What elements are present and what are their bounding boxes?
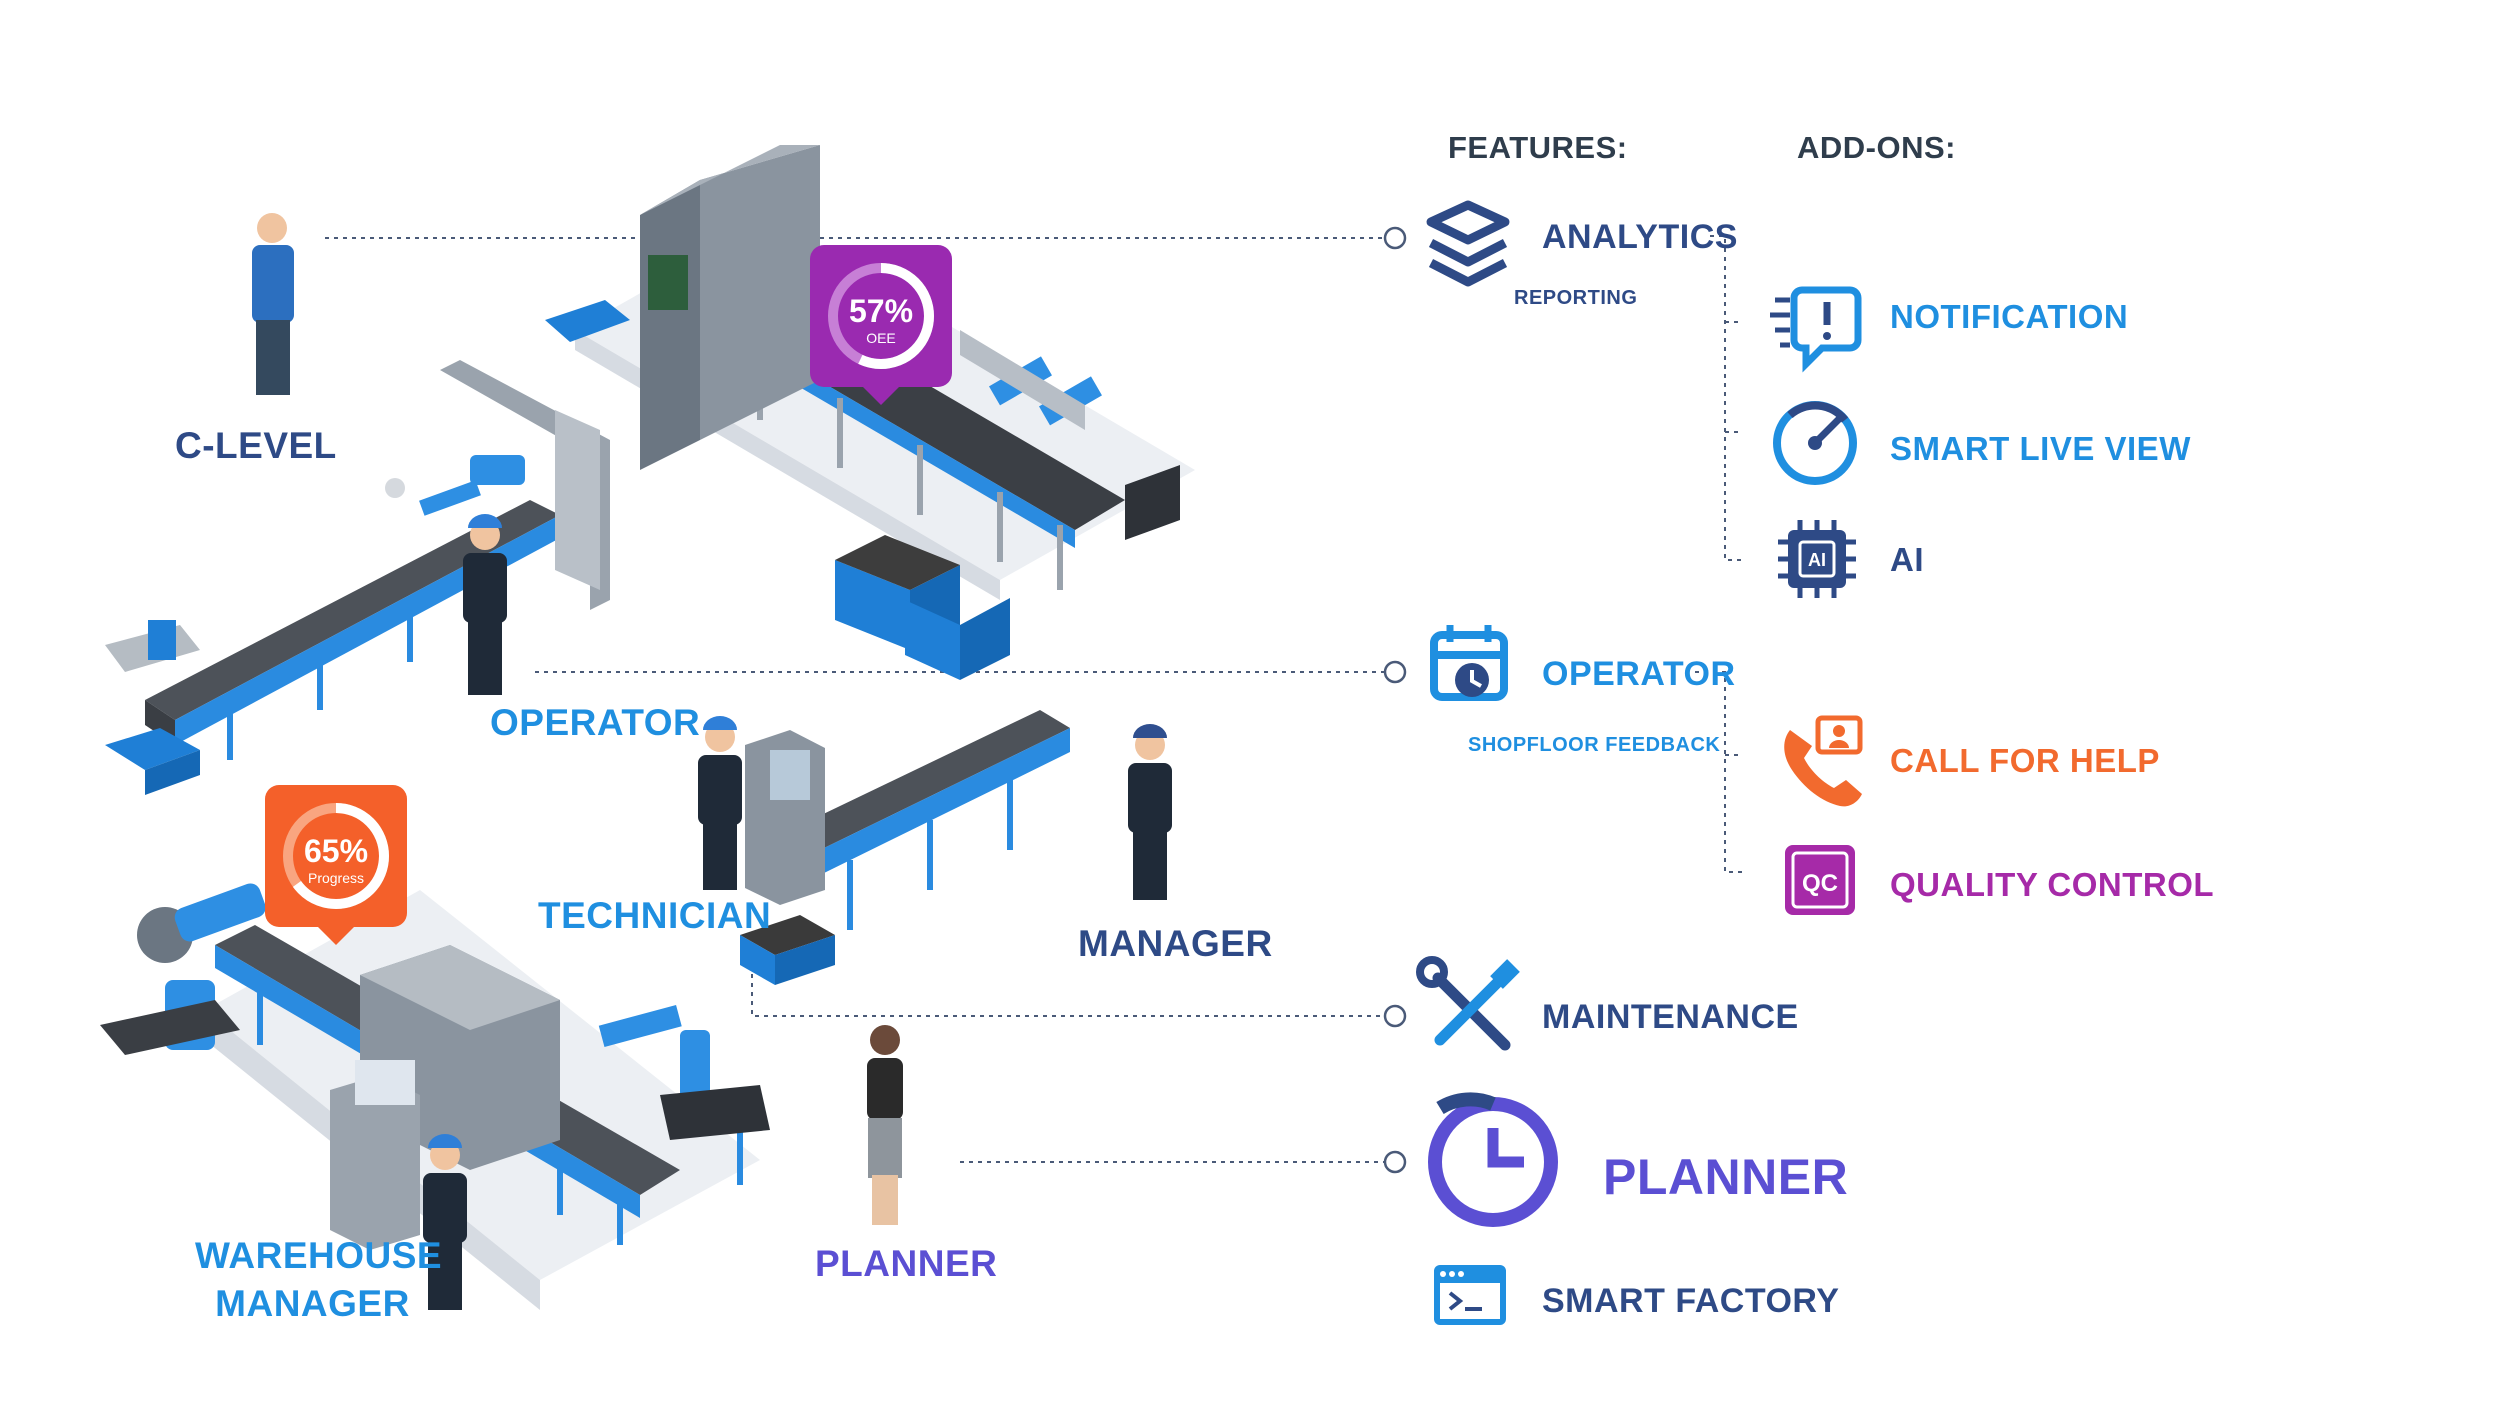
- connector-analytics-addons: [1710, 235, 1742, 561]
- terminal-window-icon: [1434, 1265, 1506, 1325]
- connector-end-analytics: [1383, 226, 1407, 250]
- features-header: FEATURES:: [1448, 130, 1628, 165]
- calendar-clock-icon: [1430, 625, 1508, 701]
- progress-value: 65%: [303, 833, 369, 869]
- connector-end-operator: [1383, 660, 1407, 684]
- feature-analytics-sub: REPORTING: [1514, 287, 1638, 309]
- oee-caption: OEE: [866, 330, 896, 346]
- clock-icon: [1428, 1092, 1558, 1227]
- top-gate-machine: [640, 180, 700, 470]
- alert-message-icon: [1770, 286, 1862, 373]
- person-planner: [867, 1025, 903, 1225]
- addon-notification-label: NOTIFICATION: [1890, 298, 2129, 335]
- oee-value: 57%: [848, 293, 914, 329]
- addons-header: ADD-ONS:: [1797, 130, 1956, 165]
- middle-production-line: [740, 710, 1070, 985]
- progress-badge-text: 65% Progress: [265, 785, 407, 927]
- addon-call-for-help-label: CALL FOR HELP: [1890, 742, 2160, 779]
- wrench-screwdriver-icon: [1416, 956, 1520, 1051]
- role-c-level: C-LEVEL: [175, 425, 337, 466]
- role-operator: OPERATOR: [490, 702, 701, 743]
- progress-caption: Progress: [307, 870, 365, 886]
- oee-badge-text: 57% OEE: [810, 245, 952, 387]
- feature-planner-label: PLANNER: [1603, 1149, 1849, 1205]
- ai-chip-icon: AI: [1778, 520, 1856, 598]
- qc-badge-text: QC: [1802, 870, 1838, 897]
- feature-operator-label: OPERATOR: [1542, 655, 1736, 693]
- speedometer-icon: [1773, 401, 1857, 485]
- blue-bins-top: [545, 300, 1010, 680]
- progress-badge: [265, 785, 407, 945]
- bottom-console: [330, 1075, 420, 1250]
- left-robot-arm: [385, 455, 525, 516]
- feature-smart-factory-label: SMART FACTORY: [1542, 1282, 1840, 1320]
- person-technician: [698, 716, 742, 890]
- layers-icon: [1426, 200, 1510, 287]
- top-production-line: [545, 145, 1195, 680]
- qc-badge-icon: QC: [1785, 845, 1855, 915]
- role-warehouse-manager: WAREHOUSE MANAGER: [195, 1235, 443, 1324]
- left-blue-bin: [105, 728, 200, 770]
- person-manager: [1128, 724, 1172, 900]
- connector-end-maintenance: [1383, 1004, 1407, 1028]
- addon-smart-live-view-label: SMART LIVE VIEW: [1890, 430, 2191, 467]
- addon-ai-label: AI: [1890, 541, 1924, 578]
- role-technician: TECHNICIAN: [538, 895, 772, 936]
- phone-contact-icon: [1784, 715, 1863, 807]
- bottom-right-robot: [598, 1004, 770, 1140]
- feature-maintenance-label: MAINTENANCE: [1542, 998, 1799, 1036]
- ai-chip-text: AI: [1808, 550, 1826, 570]
- role-planner: PLANNER: [815, 1243, 998, 1284]
- feature-analytics-label: ANALYTICS: [1542, 218, 1738, 256]
- addon-quality-control-label: QUALITY CONTROL: [1890, 866, 2215, 903]
- person-c-level: [252, 213, 294, 395]
- oee-badge: [810, 245, 952, 405]
- role-manager: MANAGER: [1078, 923, 1273, 964]
- person-operator: [463, 514, 507, 695]
- connector-end-planner: [1383, 1150, 1407, 1174]
- person-warehouse-manager: [423, 1134, 467, 1310]
- connector-technician-maintenance: [751, 965, 1388, 1017]
- connector-end-circles: [1383, 226, 1407, 1174]
- feature-operator-sub: SHOPFLOOR FEEDBACK: [1468, 734, 1721, 756]
- connector-operator-addons: [1695, 671, 1742, 873]
